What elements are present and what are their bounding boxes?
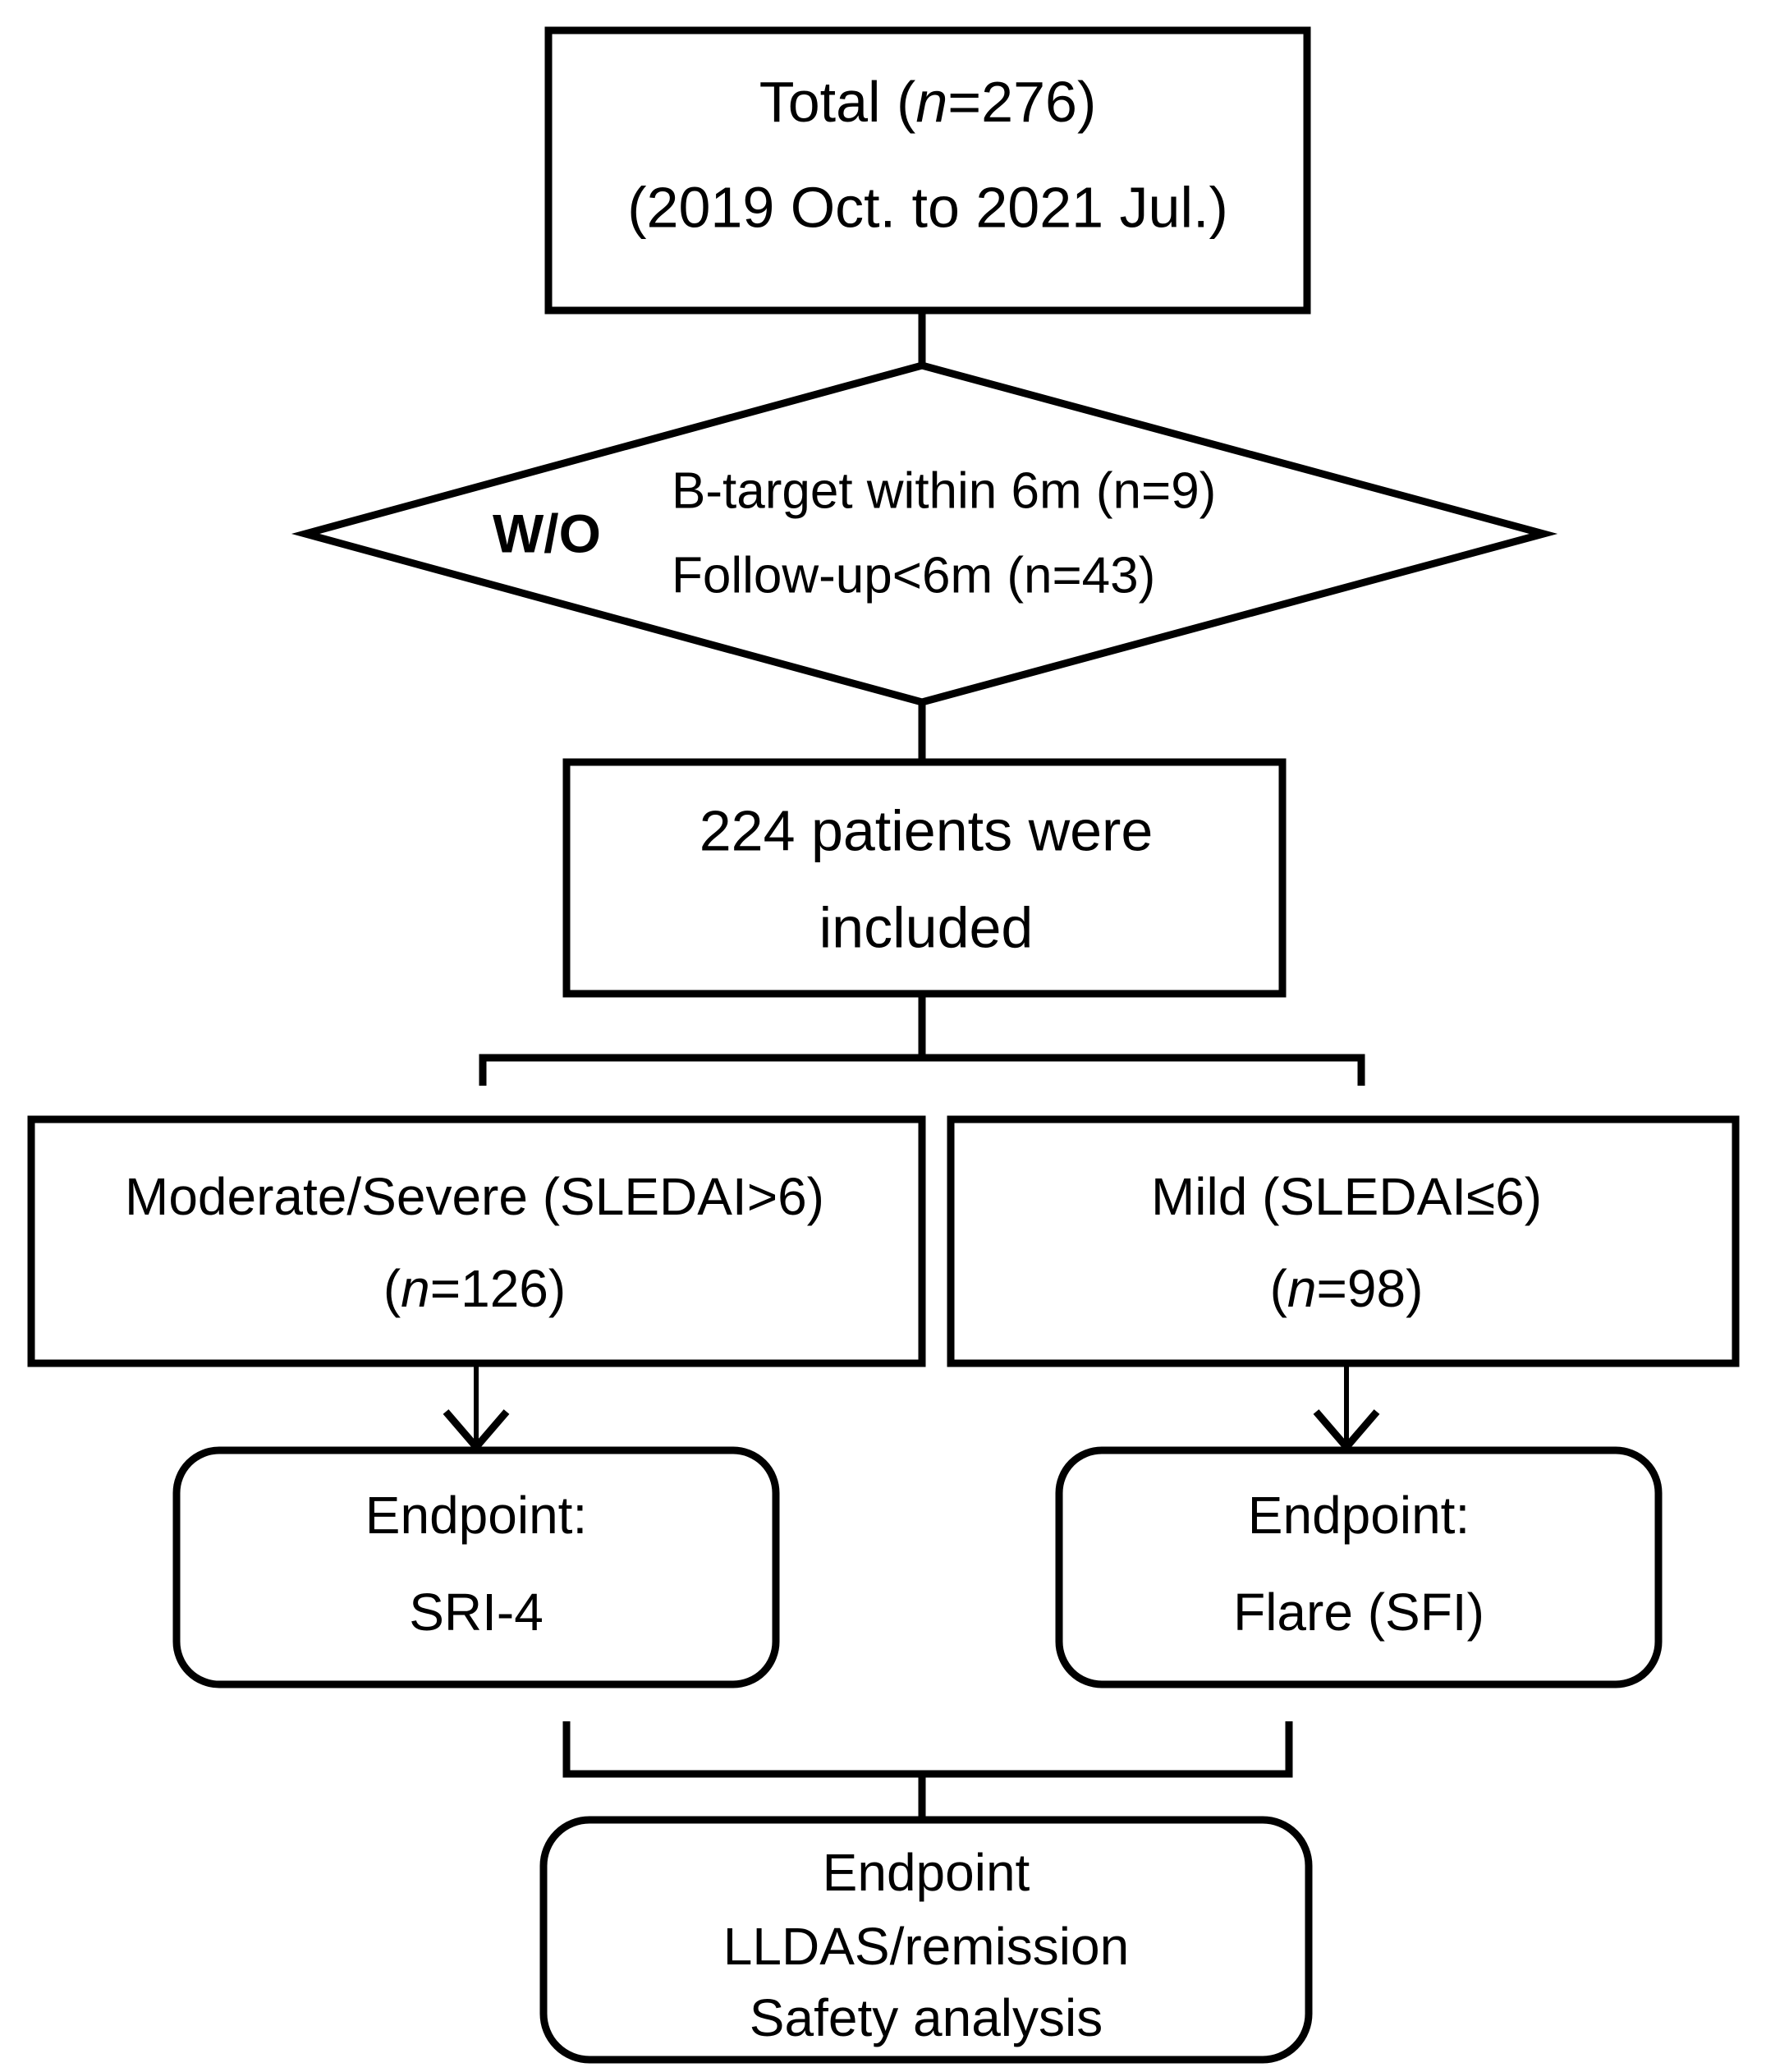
node-moderate-severe-line2: (n=126) xyxy=(383,1259,566,1318)
node-included-box xyxy=(562,758,1287,998)
node-exclusion-diamond xyxy=(291,361,1558,706)
node-moderate-severe-line1: Moderate/Severe (SLEDAI>6) xyxy=(125,1167,824,1226)
node-endpoint-combined-line2: LLDAS/remission xyxy=(723,1917,1129,1976)
node-endpoint-flare-line2: Flare (SFI) xyxy=(1233,1583,1484,1642)
node-total-box xyxy=(544,26,1311,315)
node-included-line2: included xyxy=(819,895,1034,959)
node-total-line2: (2019 Oct. to 2021 Jul.) xyxy=(627,175,1228,239)
node-moderate-severe-box xyxy=(27,1115,926,1367)
connector-split-bracket xyxy=(479,1054,1365,1086)
node-included-line1: 224 patients were xyxy=(700,798,1154,862)
node-endpoint-combined-line3: Safety analysis xyxy=(750,1988,1103,2047)
connector-merge-bracket xyxy=(562,1721,1293,1778)
node-exclusion-line2: Follow-up<6m (n=43) xyxy=(672,547,1155,604)
node-endpoint-sri4-box xyxy=(172,1446,780,1688)
node-endpoint-sri4-line2: SRI-4 xyxy=(409,1583,544,1642)
node-endpoint-combined-line1: Endpoint xyxy=(823,1843,1030,1902)
node-exclusion-line1: B-target within 6m (n=9) xyxy=(672,462,1216,519)
node-endpoint-flare-box xyxy=(1055,1446,1663,1688)
node-mild-box xyxy=(947,1115,1740,1367)
node-total-line1: Total (n=276) xyxy=(759,70,1097,134)
node-endpoint-flare-line1: Endpoint: xyxy=(1248,1486,1470,1545)
node-mild-line1: Mild (SLEDAI≤6) xyxy=(1151,1167,1542,1226)
node-endpoint-sri4-line1: Endpoint: xyxy=(365,1486,587,1545)
node-endpoint-combined-box xyxy=(539,1816,1313,2064)
node-mild-line2: (n=98) xyxy=(1270,1259,1424,1318)
node-exclusion-wo-label: W/O xyxy=(493,503,601,563)
